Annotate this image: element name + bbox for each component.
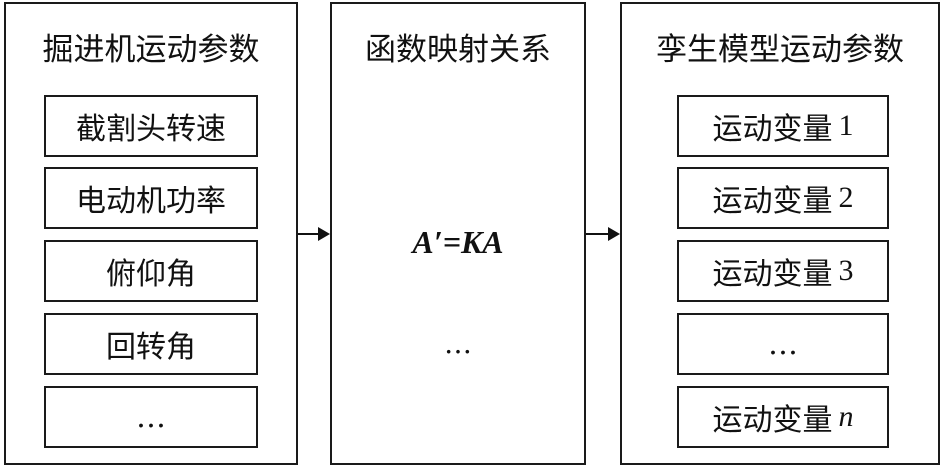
mapping-formula: A′=KA [412, 224, 504, 260]
right-item-label: 运动变量 [712, 257, 833, 292]
right-item-index: n [838, 400, 854, 433]
left-panel: 掘进机运动参数 截割头转速 电动机功率 俯仰角 回转角 … [4, 2, 298, 465]
right-item-ellipsis: … [677, 313, 889, 375]
left-item-swing-angle: 回转角 [44, 313, 258, 375]
right-item-label: … [768, 326, 798, 362]
left-item-motor-power: 电动机功率 [44, 167, 258, 229]
right-item-index: 1 [838, 109, 854, 142]
right-item-label: 运动变量 [712, 112, 833, 147]
right-item-index: 3 [838, 254, 854, 287]
left-item-pitch-angle: 俯仰角 [44, 240, 258, 302]
arrow-middle-to-right [586, 227, 620, 241]
middle-ellipsis: … [444, 327, 472, 360]
right-item-index: 2 [838, 181, 854, 214]
arrow-left-to-middle [298, 227, 330, 241]
left-item-ellipsis: … [44, 386, 258, 448]
right-item-label: 运动变量 [712, 403, 833, 438]
middle-panel: 函数映射关系 A′=KA … [330, 2, 586, 465]
right-item-label: 运动变量 [712, 184, 833, 219]
middle-panel-title: 函数映射关系 [365, 32, 551, 68]
left-panel-title: 掘进机运动参数 [42, 32, 260, 68]
left-item-cutting-head-speed: 截割头转速 [44, 95, 258, 157]
right-panel-title: 孪生模型运动参数 [656, 32, 904, 68]
